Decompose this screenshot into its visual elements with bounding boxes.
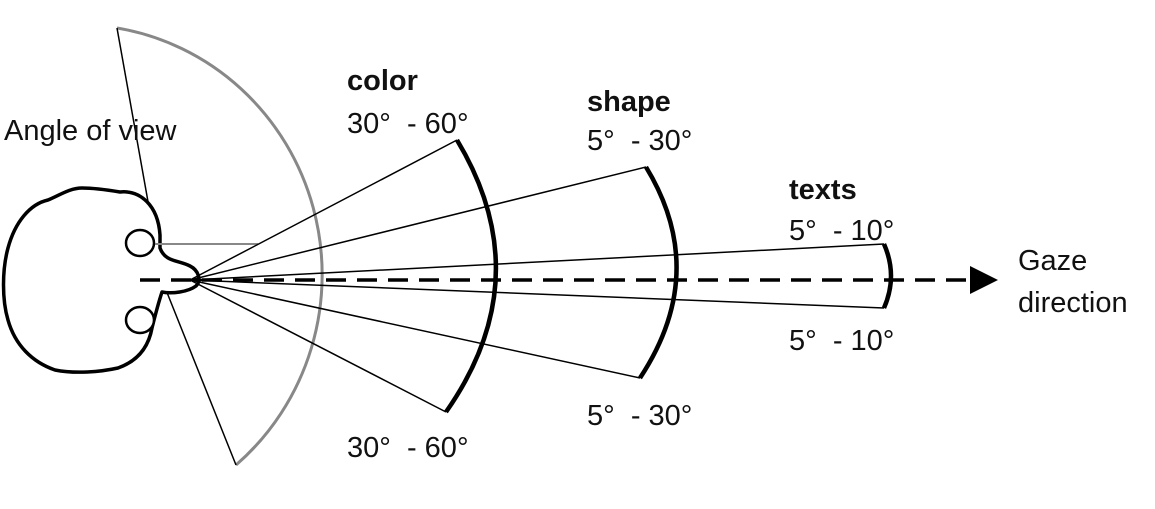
head-outline	[1, 186, 201, 374]
shape-zone-upper-ray	[189, 166, 647, 281]
shape-zone-range-upper: 5° - 30°	[587, 125, 692, 157]
texts-zone-range-upper: 5° - 10°	[789, 215, 894, 247]
field-of-view-lower-boundary	[161, 279, 237, 466]
color-zone-title: color	[347, 65, 418, 97]
color-zone-range-lower: 30° - 60°	[347, 432, 469, 464]
shape-zone-range-lower: 5° - 30°	[587, 400, 692, 432]
ear-upper-icon	[124, 228, 156, 258]
gaze-direction-arrowhead	[970, 266, 998, 294]
color-zone-lower-ray	[189, 279, 447, 413]
field-of-view-arc	[116, 26, 324, 467]
gaze-direction-label-line1: Gaze	[1018, 245, 1087, 277]
shape-zone-arc	[638, 165, 679, 380]
ear-lower-icon	[124, 305, 156, 335]
shape-zone-title: shape	[587, 86, 671, 118]
color-zone-arc	[444, 138, 499, 414]
shape-zone-lower-ray	[189, 279, 641, 379]
gaze-direction-label-line2: direction	[1018, 287, 1128, 319]
color-zone-upper-ray	[189, 139, 458, 281]
texts-zone-upper-ray	[189, 243, 885, 281]
color-zone-range-upper: 30° - 60°	[347, 108, 469, 140]
texts-zone-range-lower: 5° - 10°	[789, 325, 894, 357]
texts-zone-title: texts	[789, 174, 857, 206]
texts-zone-arc	[881, 243, 894, 309]
angle-of-view-label: Angle of view	[4, 115, 178, 147]
texts-zone-lower-ray	[189, 279, 885, 309]
